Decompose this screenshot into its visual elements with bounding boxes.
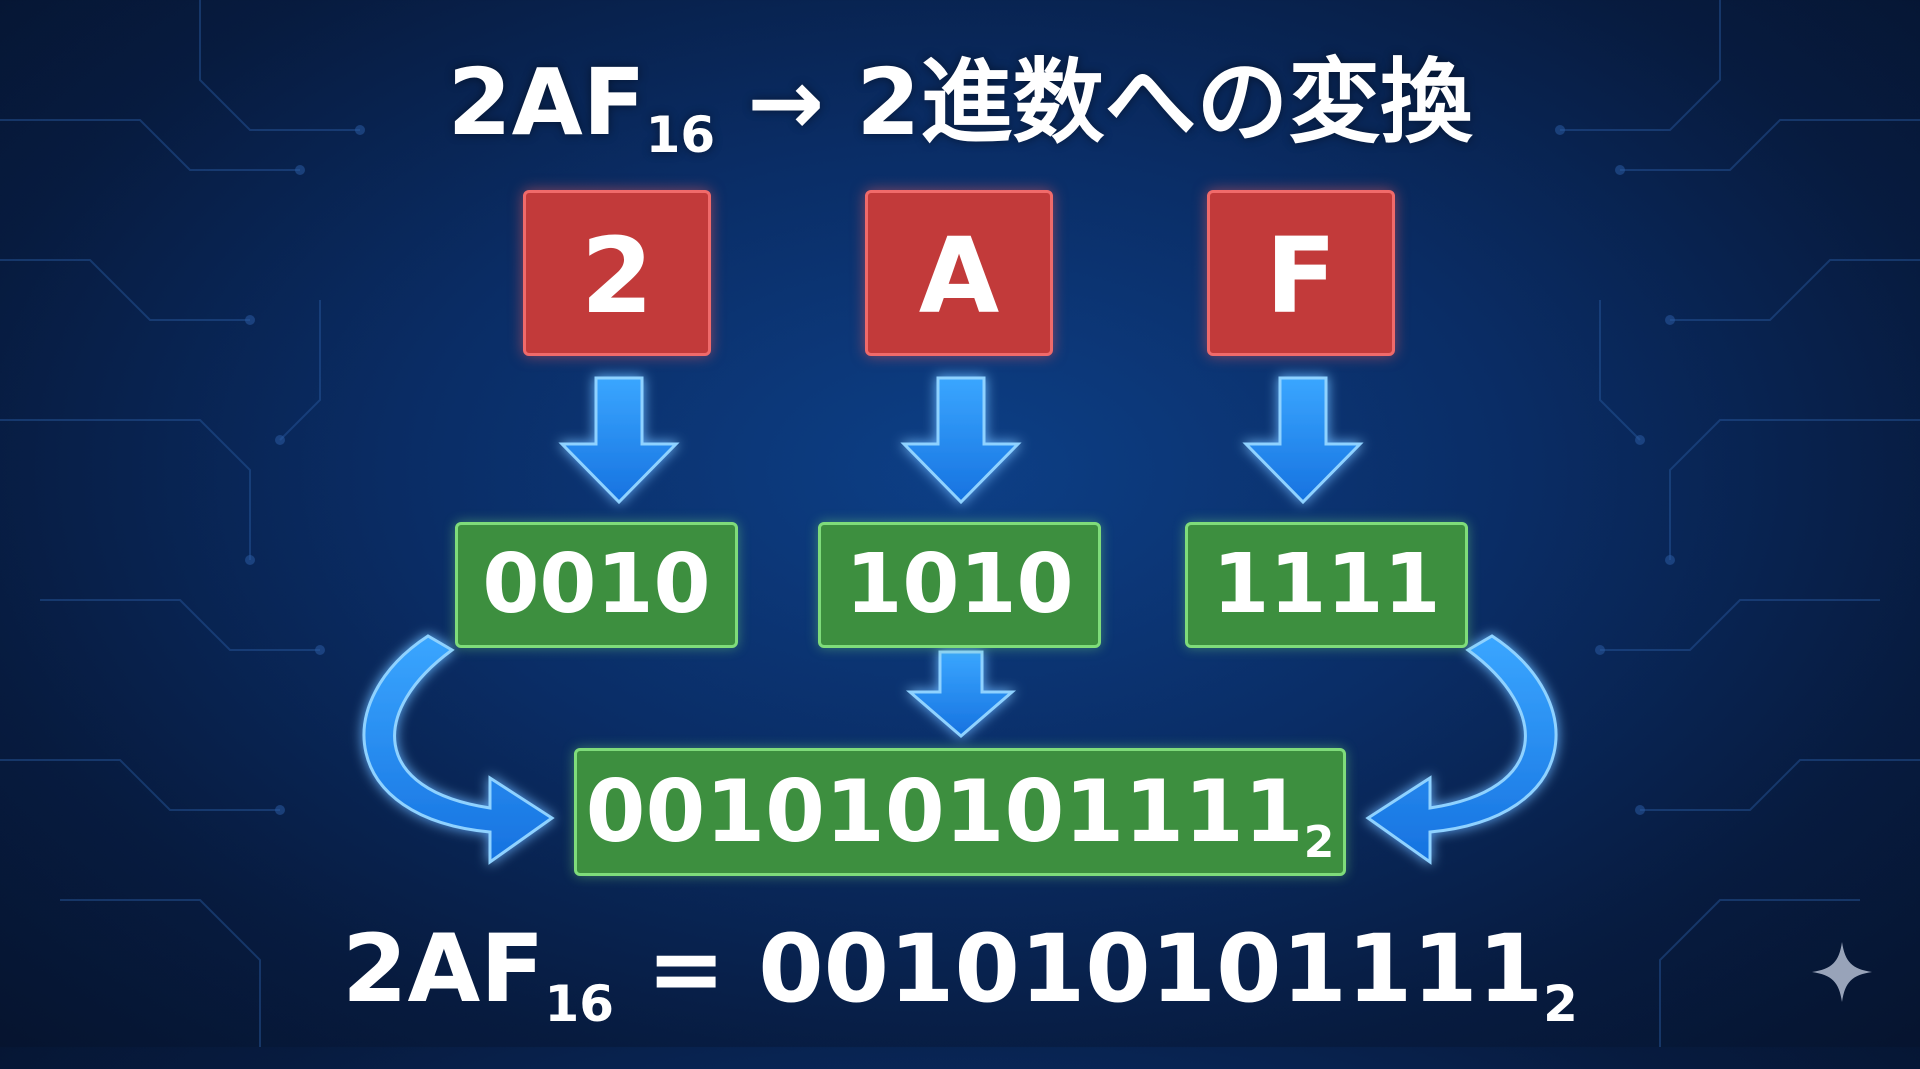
down-arrow-icon: [905, 650, 1017, 738]
hex-digit-box-3: F: [1207, 190, 1395, 356]
down-arrow-icon: [900, 376, 1022, 505]
curved-arrow-icon: [362, 634, 555, 865]
title-base: 2AF: [447, 49, 646, 156]
page-title: 2AF16 → 2進数への変換: [0, 38, 1920, 200]
equation-rhs: 001010101111: [758, 915, 1544, 1024]
binary-group-box-1: 0010: [455, 522, 738, 648]
result-value: 001010101111: [585, 762, 1304, 862]
arrow-layer: [362, 376, 1558, 865]
result-box: 0010101011112: [574, 748, 1346, 876]
hex-digit-box-2: A: [865, 190, 1053, 356]
down-arrow-icon: [558, 376, 680, 505]
hex-digit-box-1: 2: [523, 190, 711, 356]
title-rest: → 2進数への変換: [715, 49, 1473, 156]
binary-group-box-2: 1010: [818, 522, 1101, 648]
equation-rhs-subscript: 2: [1543, 975, 1578, 1033]
result-subscript: 2: [1303, 817, 1335, 868]
title-subscript: 16: [645, 106, 716, 164]
equation: 2AF16 = 0010101011112: [0, 905, 1920, 1069]
equation-lhs: 2AF: [342, 915, 545, 1024]
equation-operator: =: [614, 915, 759, 1024]
binary-group-box-3: 1111: [1185, 522, 1468, 648]
equation-lhs-subscript: 16: [544, 975, 615, 1033]
circuit-background: [0, 0, 1920, 1047]
curved-arrow-icon: [1365, 634, 1558, 865]
sparkle-icon: [1812, 942, 1872, 1002]
down-arrow-icon: [1242, 376, 1364, 505]
